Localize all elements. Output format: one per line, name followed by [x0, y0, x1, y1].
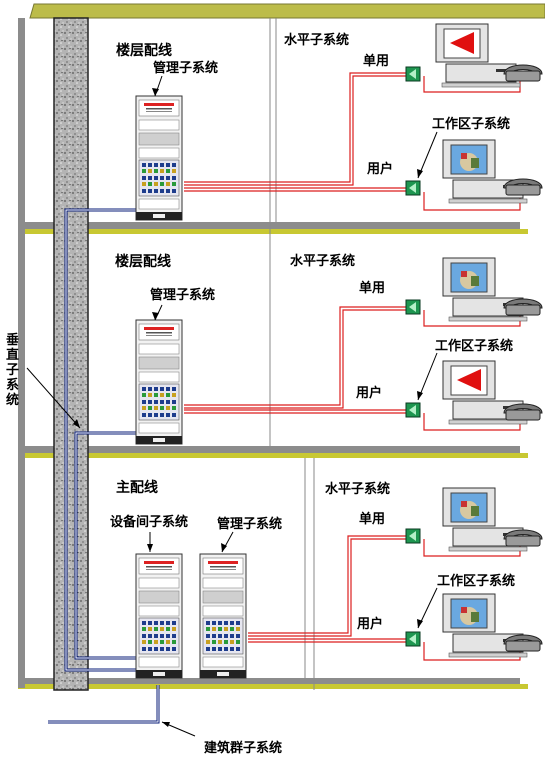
outlet-single-label: 单用	[359, 281, 386, 296]
outlet-single-2	[405, 299, 421, 315]
outlet-single-1	[405, 66, 421, 82]
horizontal-subsystem-label: 水平子系统	[290, 254, 356, 269]
floor-distribution-label: 楼层配线	[115, 254, 171, 270]
equipment-room-subsystem-label: 设备间子系统	[110, 515, 189, 530]
rack-main-management	[199, 553, 247, 679]
riser-shaft	[53, 17, 89, 691]
floor-slab-2	[18, 446, 528, 458]
work-area-subsystem-label: 工作区子系统	[432, 117, 511, 132]
outlet-user-2	[405, 402, 421, 418]
riser-cable-highlight	[48, 209, 159, 723]
main-distribution-label: 主配线	[116, 480, 158, 496]
outlet-single-label: 单用	[363, 54, 390, 69]
outlet-user-label: 用户	[357, 617, 384, 632]
horizontal-subsystem-label: 水平子系统	[284, 33, 350, 48]
telephone-icon	[503, 634, 543, 652]
rack-main-equipment	[135, 553, 183, 679]
work-area-subsystem-label: 工作区子系统	[435, 339, 514, 354]
horizontal-cables	[184, 72, 410, 643]
telephone-icon	[503, 64, 543, 82]
outlet-single-label: 单用	[359, 512, 386, 527]
management-subsystem-label: 管理子系统	[153, 61, 219, 76]
telephone-icon	[503, 403, 543, 421]
horizontal-subsystem-label: 水平子系统	[325, 482, 391, 497]
outlet-user-1	[405, 180, 421, 196]
callout-arrowheads	[73, 88, 423, 727]
floor-slab-3	[18, 678, 528, 689]
outlet-single-3	[405, 528, 421, 544]
campus-subsystem-label: 建筑群子系统	[204, 741, 283, 756]
outlet-user-3	[405, 631, 421, 647]
floor-distribution-label: 楼层配线	[116, 43, 172, 59]
telephone-icon	[503, 298, 543, 316]
management-subsystem-label: 管理子系统	[150, 288, 216, 303]
outlet-user-label: 用户	[356, 386, 383, 401]
management-subsystem-label: 管理子系统	[217, 517, 283, 532]
telephone-icon	[503, 178, 543, 196]
outlet-user-label: 用户	[367, 162, 394, 177]
telephone-icon	[503, 529, 543, 547]
rack-floor-2	[135, 319, 183, 445]
floor-slab-1	[18, 222, 528, 234]
work-area-subsystem-label: 工作区子系统	[437, 574, 516, 589]
building-wall	[18, 18, 25, 688]
roof-slab	[29, 3, 545, 19]
vertical-subsystem-label: 垂直子系统	[6, 333, 20, 408]
rack-floor-1	[135, 95, 183, 221]
